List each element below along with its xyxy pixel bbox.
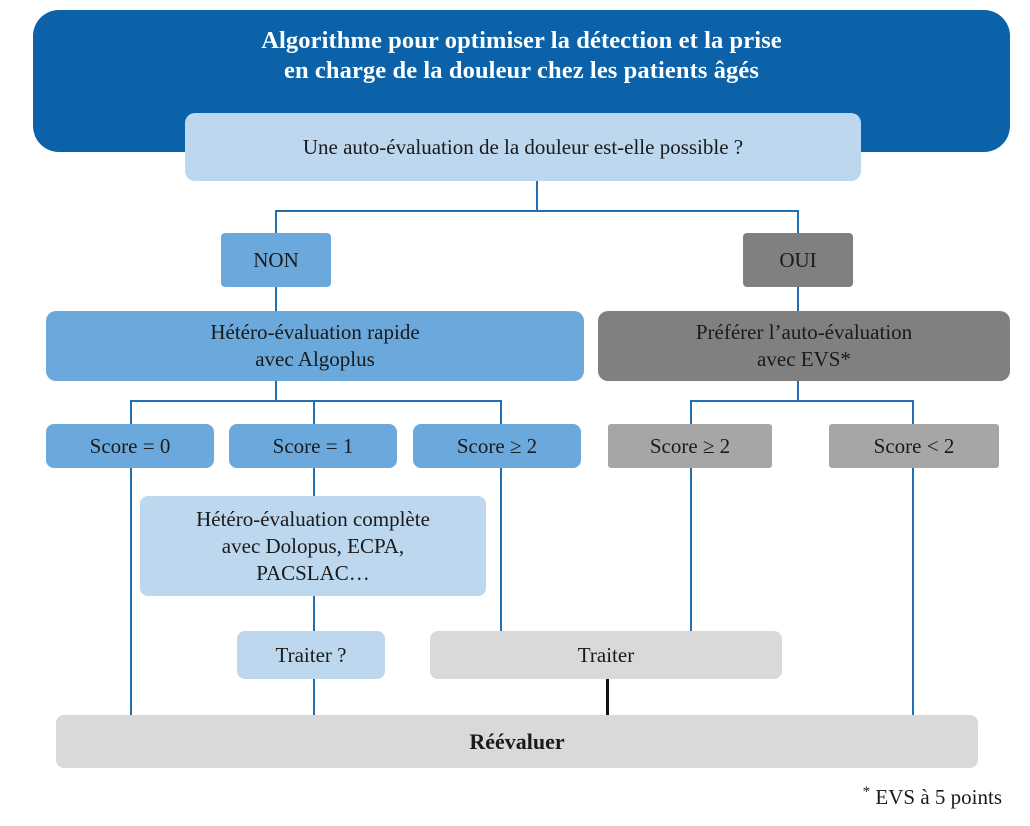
title-line-1: Algorithme pour optimiser la détection e… xyxy=(261,27,782,54)
connector-score-bracket-left xyxy=(130,400,502,402)
node-question: Une auto-évaluation de la douleur est-el… xyxy=(185,113,861,181)
footnote-marker: * xyxy=(862,784,871,800)
node-score-lt2-right: Score < 2 xyxy=(829,424,999,468)
page-title: Algorithme pour optimiser la détection e… xyxy=(33,26,1010,86)
node-score-ge2-right: Score ≥ 2 xyxy=(608,424,772,468)
node-question-label: Une auto-évaluation de la douleur est-el… xyxy=(302,134,744,159)
node-reevaluer-label: Réévaluer xyxy=(469,729,565,754)
connector-score-0-to-reevaluer xyxy=(130,468,132,715)
node-score-ge2-right-label: Score ≥ 2 xyxy=(649,433,731,458)
connector-score-ge2-left-to-traiter xyxy=(500,468,502,633)
connector-to-score-ge2-right xyxy=(690,400,692,426)
node-hetero-complete: Hétéro-évaluation complète avec Dolopus,… xyxy=(140,496,486,596)
footnote-text: EVS à 5 points xyxy=(870,785,1002,809)
node-reevaluer: Réévaluer xyxy=(56,715,978,768)
title-line-2: en charge de la douleur chez les patient… xyxy=(283,57,760,84)
node-score-0-label: Score = 0 xyxy=(89,433,171,458)
connector-question-down xyxy=(536,181,538,211)
connector-branch-bracket xyxy=(275,210,799,212)
connector-score-bracket-right xyxy=(690,400,914,402)
connector-traiter-to-reevaluer xyxy=(606,679,609,715)
connector-to-score-ge2-left xyxy=(500,400,502,426)
connector-to-score-0 xyxy=(130,400,132,426)
node-traiter-question: Traiter ? xyxy=(237,631,385,679)
node-hetero-rapide: Hétéro-évaluation rapide avec Algoplus xyxy=(46,311,584,381)
node-score-0: Score = 0 xyxy=(46,424,214,468)
connector-score-lt2-to-reevaluer xyxy=(912,468,914,715)
node-score-1-label: Score = 1 xyxy=(272,433,354,458)
node-score-ge2-left-label: Score ≥ 2 xyxy=(456,433,538,458)
node-branch-oui: OUI xyxy=(743,233,853,287)
node-traiter-label: Traiter xyxy=(577,642,635,667)
node-branch-oui-label: OUI xyxy=(779,247,817,272)
node-hetero-complete-label: Hétéro-évaluation complète avec Dolopus,… xyxy=(196,506,430,585)
connector-oui-down xyxy=(797,287,799,313)
node-branch-non: NON xyxy=(221,233,331,287)
connector-to-oui xyxy=(797,210,799,235)
connector-non-down xyxy=(275,287,277,313)
node-hetero-rapide-label: Hétéro-évaluation rapide avec Algoplus xyxy=(210,320,420,371)
node-traiter: Traiter xyxy=(430,631,782,679)
connector-to-score-lt2-right xyxy=(912,400,914,426)
connector-to-non xyxy=(275,210,277,235)
node-auto-evs-label: Préférer l’auto-évaluation avec EVS* xyxy=(695,320,913,371)
node-score-1: Score = 1 xyxy=(229,424,397,468)
connector-hetero-down xyxy=(275,381,277,402)
connector-to-score-1 xyxy=(313,400,315,426)
connector-auto-evs-down xyxy=(797,381,799,402)
node-score-ge2-left: Score ≥ 2 xyxy=(413,424,581,468)
node-auto-evs: Préférer l’auto-évaluation avec EVS* xyxy=(598,311,1010,381)
footnote: * EVS à 5 points xyxy=(863,784,1002,810)
node-branch-non-label: NON xyxy=(253,247,299,272)
node-score-lt2-right-label: Score < 2 xyxy=(873,433,955,458)
node-traiter-question-label: Traiter ? xyxy=(275,642,347,667)
connector-score-ge2-right-to-traiter xyxy=(690,468,692,633)
